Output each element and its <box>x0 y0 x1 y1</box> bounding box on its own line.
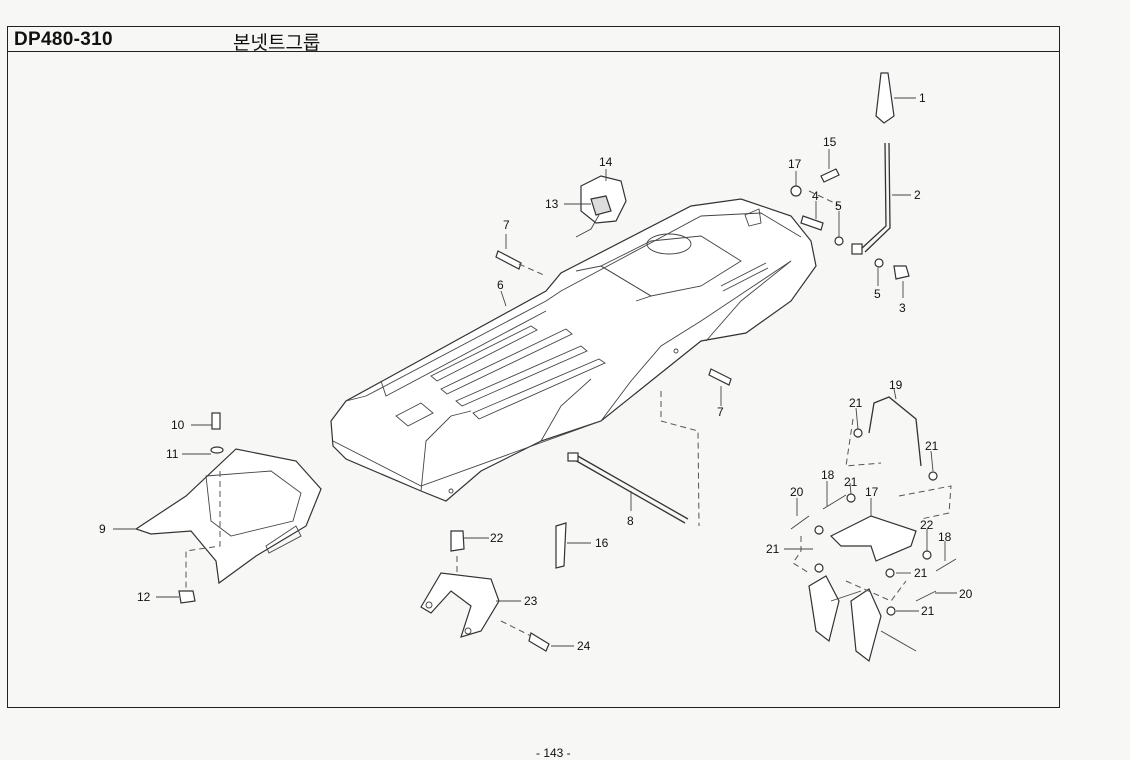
rear-fender <box>134 412 322 604</box>
assembly-lines <box>185 190 952 637</box>
callout-18a: 18 <box>821 468 835 482</box>
callout-6: 6 <box>497 278 504 292</box>
callout-21f: 21 <box>921 604 935 618</box>
parts-diagram: 1 2 3 4 5 5 6 7 7 8 9 10 11 12 13 14 15 … <box>99 72 973 663</box>
callout-12: 12 <box>137 590 151 604</box>
callout-19: 19 <box>889 378 903 392</box>
group-title: 본넷트그룹 <box>233 32 321 54</box>
long-bolt <box>567 452 689 524</box>
callout-18b: 18 <box>938 530 952 544</box>
title-bar: DP480-310 본넷트그룹 <box>8 27 1059 54</box>
lamp-assembly <box>575 175 627 238</box>
callout-22a: 22 <box>920 518 934 532</box>
callout-8: 8 <box>627 514 634 528</box>
front-bracket <box>420 530 550 652</box>
lever <box>851 72 895 255</box>
callout-5b: 5 <box>874 287 881 301</box>
callout-21c: 21 <box>844 475 858 489</box>
leader-lines <box>113 97 957 647</box>
callout-24: 24 <box>577 639 591 653</box>
callout-20a: 20 <box>790 485 804 499</box>
handle-assembly <box>808 396 922 663</box>
callout-22b: 22 <box>490 531 504 545</box>
callout-17a: 17 <box>788 157 802 171</box>
callout-4: 4 <box>812 189 819 203</box>
page-frame: DP480-310 본넷트그룹 <box>7 26 1060 708</box>
callout-17b: 17 <box>865 485 879 499</box>
callout-13: 13 <box>545 197 559 211</box>
callout-2: 2 <box>914 188 921 202</box>
callout-3: 3 <box>899 301 906 315</box>
callout-labels: 1 2 3 4 5 5 6 7 7 8 9 10 11 12 13 14 15 … <box>99 91 973 653</box>
model-number: DP480-310 <box>14 29 113 50</box>
fasteners-right <box>495 168 910 386</box>
callout-7a: 7 <box>503 218 510 232</box>
small-parts <box>790 428 957 616</box>
callout-21e: 21 <box>914 566 928 580</box>
callout-1: 1 <box>919 91 926 105</box>
callout-23: 23 <box>524 594 538 608</box>
callout-21d: 21 <box>766 542 780 556</box>
strap <box>555 522 567 569</box>
callout-11: 11 <box>166 447 179 461</box>
callout-9: 9 <box>99 522 106 536</box>
callout-5a: 5 <box>835 199 842 213</box>
callout-21b: 21 <box>925 439 939 453</box>
callout-14: 14 <box>599 155 613 169</box>
callout-10: 10 <box>171 418 185 432</box>
callout-21a: 21 <box>849 396 863 410</box>
callout-7b: 7 <box>717 405 724 419</box>
page-number: - 143 - <box>536 746 571 760</box>
callout-20b: 20 <box>959 587 973 601</box>
callout-16: 16 <box>595 536 609 550</box>
bonnet-body <box>330 198 817 502</box>
callout-15: 15 <box>823 135 837 149</box>
